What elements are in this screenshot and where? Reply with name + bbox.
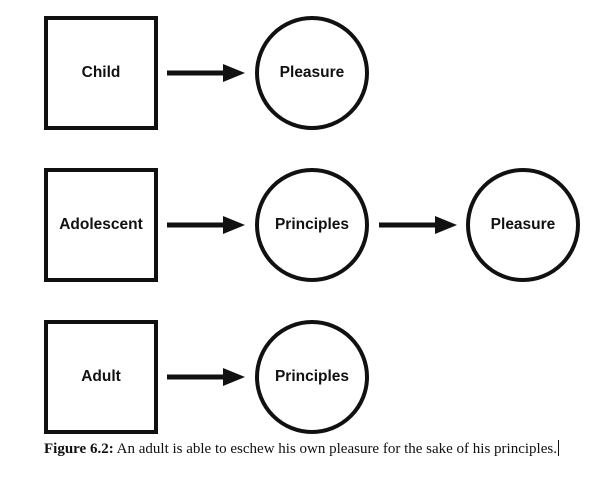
- node-adult-label: Adult: [81, 368, 121, 385]
- node-child-pleasure: Pleasure: [255, 16, 369, 130]
- node-adult: Adult: [44, 320, 158, 434]
- figure-caption: Figure 6.2: An adult is able to eschew h…: [44, 440, 564, 458]
- node-adolescent-principles: Principles: [255, 168, 369, 282]
- arrow-principles-to-pleasure: [379, 216, 457, 234]
- node-adolescent-principles-label: Principles: [274, 216, 350, 233]
- node-adult-principles: Principles: [255, 320, 369, 434]
- arrow-adolescent-to-principles: [167, 216, 245, 234]
- node-child-pleasure-label: Pleasure: [279, 64, 345, 81]
- node-adult-principles-label: Principles: [274, 368, 350, 385]
- node-adolescent: Adolescent: [44, 168, 158, 282]
- figure-caption-text: An adult is able to eschew his own pleas…: [116, 441, 557, 457]
- node-adolescent-label: Adolescent: [59, 216, 143, 233]
- text-cursor: [557, 440, 559, 456]
- node-adolescent-pleasure: Pleasure: [466, 168, 580, 282]
- arrow-adult-to-principles: [167, 368, 245, 386]
- arrow-child-to-pleasure: [167, 64, 245, 82]
- node-child: Child: [44, 16, 158, 130]
- figure-caption-label: Figure 6.2:: [44, 441, 114, 457]
- node-child-label: Child: [81, 64, 121, 81]
- node-adolescent-pleasure-label: Pleasure: [490, 216, 556, 233]
